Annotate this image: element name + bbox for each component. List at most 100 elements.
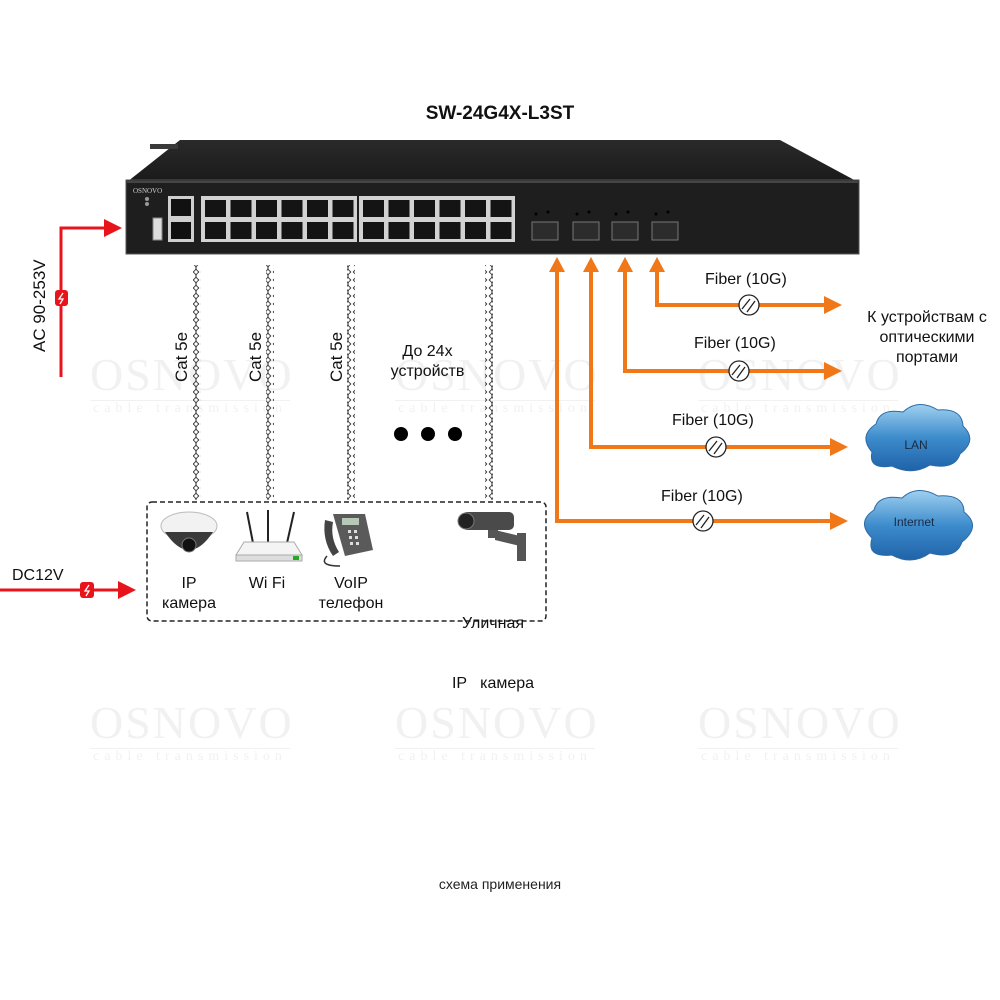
more-devices-dot (421, 427, 435, 441)
rj45-port (465, 200, 486, 217)
optical-devices-line1: К устройствам с (867, 309, 987, 326)
network-switch: OSNOVO (125, 140, 860, 255)
optical-devices-label: К устройствам с оптическими портами (852, 308, 1000, 368)
bullet-camera-icon (457, 512, 526, 561)
rj45-port (230, 222, 252, 239)
dc-power-line (0, 581, 136, 599)
rj45-port (307, 200, 328, 217)
device-label-line1: Wi Fi (248, 575, 286, 592)
usb-port (152, 217, 163, 241)
wifi-router-icon (235, 510, 303, 562)
fiber-label: Fiber (10G) (672, 412, 754, 429)
rj45-port (388, 222, 410, 239)
more-devices-dot (394, 427, 408, 441)
rj45-port (205, 200, 226, 217)
ac-power-line (55, 219, 122, 377)
rj45-port (205, 222, 226, 239)
rj45-port (414, 222, 435, 239)
fiber-connector-icon (728, 360, 750, 382)
rj45-port (281, 200, 303, 217)
arrow-right-icon (824, 362, 842, 380)
cat5e-label: Cat 5e (327, 331, 346, 382)
cat5e-label: Cat 5e (246, 331, 265, 382)
rj45-port (414, 200, 435, 217)
fiber-label: Fiber (10G) (694, 335, 776, 352)
lan-label: LAN (904, 438, 927, 452)
lan-cloud: LAN (865, 404, 971, 472)
rj45-port (490, 200, 512, 217)
fiber-connector-icon (738, 294, 760, 316)
power-bolt-icon (80, 582, 94, 598)
device-label: IP камера (150, 574, 228, 614)
rj45-port (256, 222, 277, 239)
fiber-connector-icon (705, 436, 727, 458)
dome-camera-icon (160, 511, 218, 553)
optical-devices-line2: оптическими (879, 329, 975, 346)
sfp-port (531, 221, 559, 241)
fiber-label: Fiber (10G) (661, 488, 743, 505)
rj45-port (332, 200, 354, 217)
power-bolt-icon (55, 290, 68, 306)
rj45-port (332, 222, 354, 239)
rj45-port (439, 222, 461, 239)
switch-brand-label: OSNOVO (133, 187, 162, 195)
cat5e-label: Cat 5e (172, 331, 191, 382)
cat5e-cable (266, 265, 274, 500)
fiber-link (583, 257, 848, 458)
internet-cloud: Internet (864, 490, 973, 561)
arrow-up-icon (583, 257, 599, 272)
cat5e-cable (193, 265, 201, 500)
diagram-title: SW-24G4X-L3ST (425, 103, 575, 124)
sfp-port (572, 221, 600, 241)
arrow-up-icon (617, 257, 633, 272)
rj45-port (230, 200, 252, 217)
rj45-port (256, 200, 277, 217)
device-label-line1: VoIP (334, 575, 368, 592)
switch-top-face (127, 140, 858, 182)
arrow-right-icon (824, 296, 842, 314)
optical-devices-line3: портами (895, 349, 959, 366)
fiber-link (549, 257, 848, 532)
sfp-port (651, 221, 679, 241)
device-label-line2: телефон (318, 595, 384, 612)
rj45-port (388, 200, 410, 217)
sfp-port (611, 221, 639, 241)
more-devices-dot (448, 427, 462, 441)
console-port (171, 199, 191, 216)
cat5e-cable (485, 265, 493, 500)
mgmt-port (171, 222, 191, 239)
fiber-connector-icon (692, 510, 714, 532)
rj45-port-block (201, 196, 515, 242)
arrow-up-icon (649, 257, 665, 272)
device-label-line1: IP (181, 575, 197, 592)
rj45-port (490, 222, 512, 239)
cat5e-cable (347, 265, 355, 500)
diagram-caption: схема применения (438, 876, 562, 892)
device-label-line2: камера (162, 595, 216, 612)
arrow-up-icon (549, 257, 565, 272)
rj45-port (465, 222, 486, 239)
ac-power-label: AC 90-253V (30, 259, 49, 352)
device-label-line1: Уличная (461, 615, 525, 632)
voip-phone-icon (323, 514, 373, 567)
more-devices-label: До 24х устройств (375, 342, 480, 382)
device-label: Wi Fi (232, 574, 302, 594)
end-devices-group (146, 501, 547, 622)
fiber-label: Fiber (10G) (705, 271, 787, 288)
dc-power-label: DC12V (12, 567, 64, 584)
device-label: VoIP телефон (306, 574, 396, 614)
rj45-port (307, 222, 328, 239)
internet-label: Internet (894, 515, 935, 529)
fiber-link (649, 257, 842, 316)
rj45-port (363, 200, 384, 217)
arrow-right-icon (830, 438, 848, 456)
rj45-port (363, 222, 384, 239)
rj45-port (439, 200, 461, 217)
more-devices-line1: До 24х (402, 343, 453, 360)
sfp-port-block (531, 210, 679, 241)
arrow-right-icon (830, 512, 848, 530)
device-label-line2: IP камера (451, 675, 535, 692)
fiber-link (617, 257, 842, 382)
more-devices-line2: устройств (390, 363, 465, 380)
